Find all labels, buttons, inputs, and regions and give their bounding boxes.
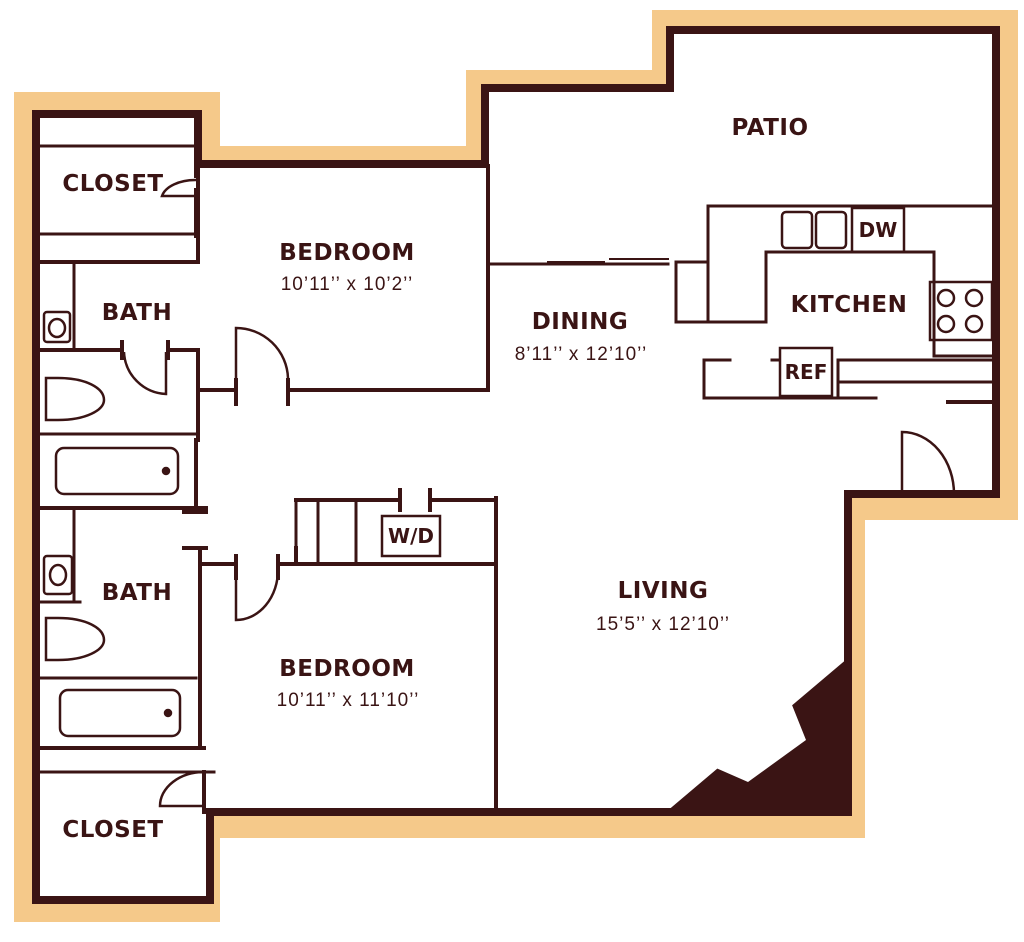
sink-bowl-icon bbox=[47, 317, 67, 339]
kitchen-sink-icon bbox=[814, 210, 848, 250]
sink-icon bbox=[42, 554, 74, 596]
toilet-icon bbox=[44, 376, 106, 422]
room-label-dining: DINING bbox=[531, 309, 629, 335]
room-label-bedroom-1: BEDROOM bbox=[279, 240, 415, 266]
bath-fixtures bbox=[42, 310, 182, 738]
fireplace-hearth-icon bbox=[716, 700, 806, 782]
room-label-bath-1: BATH bbox=[101, 300, 173, 326]
room-dims-dining: 8’11’’ x 12’10’’ bbox=[514, 344, 648, 365]
room-label-closet-2: CLOSET bbox=[62, 817, 164, 843]
closet-door-swing bbox=[160, 178, 197, 198]
room-dims-living: 15’5’’ x 12’10’’ bbox=[596, 614, 730, 635]
sink-bowl-icon bbox=[48, 563, 68, 587]
burner-icon bbox=[936, 288, 956, 308]
room-dims-bedroom-1: 10’11’’ x 10’2’’ bbox=[280, 274, 414, 295]
bathtub-icon bbox=[58, 688, 182, 738]
room-label-living: LIVING bbox=[617, 578, 709, 604]
washer-dryer-box bbox=[380, 514, 442, 558]
refrigerator-box bbox=[778, 346, 834, 398]
bedroom-door-swing bbox=[234, 326, 290, 379]
toilet-icon bbox=[44, 616, 106, 662]
room-label-kitchen: KITCHEN bbox=[790, 292, 908, 318]
burner-icon bbox=[964, 288, 984, 308]
kitchen-sink-icon bbox=[780, 210, 814, 250]
interior-floor bbox=[36, 30, 996, 900]
closet-door-swing bbox=[158, 770, 205, 808]
drain-icon bbox=[161, 466, 171, 476]
room-label-bedroom-2: BEDROOM bbox=[279, 656, 415, 682]
room-label-bath-2: BATH bbox=[101, 580, 173, 606]
kitchen-fixtures bbox=[380, 206, 994, 558]
drain-icon bbox=[163, 708, 173, 718]
bath-door-swing bbox=[122, 351, 168, 396]
bath-door-swing bbox=[234, 569, 280, 622]
fixture-label-refrigerator: REF bbox=[784, 360, 828, 384]
sink-icon bbox=[42, 310, 72, 344]
entry-door-swing bbox=[900, 430, 956, 495]
door-swings bbox=[122, 178, 956, 808]
exterior-wall bbox=[32, 26, 1000, 904]
dishwasher-box bbox=[850, 206, 906, 254]
burner-icon bbox=[964, 314, 984, 334]
fixture-label-washer-dryer: W/D bbox=[388, 524, 434, 548]
room-label-patio: PATIO bbox=[731, 115, 809, 141]
stove-icon bbox=[928, 280, 994, 342]
room-label-closet-1: CLOSET bbox=[62, 171, 164, 197]
room-dims-bedroom-2: 10’11’’ x 11’10’’ bbox=[276, 690, 420, 711]
burner-icon bbox=[936, 314, 956, 334]
walls bbox=[32, 26, 1000, 904]
fixture-label-dishwasher: DW bbox=[858, 218, 898, 242]
bathtub-icon bbox=[54, 446, 180, 496]
